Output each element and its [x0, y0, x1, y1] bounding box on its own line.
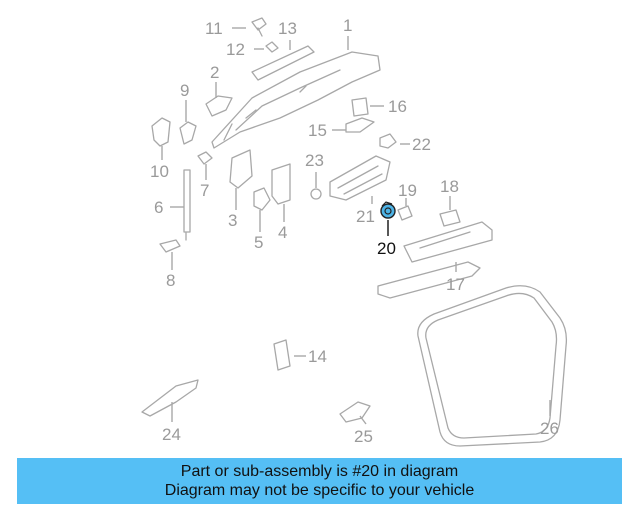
callout-23: 23: [305, 151, 324, 170]
part-garnish: [403, 221, 493, 263]
callout-9: 9: [180, 81, 189, 100]
info-banner: Part or sub-assembly is #20 in diagram D…: [17, 458, 622, 504]
part-9-clip: [179, 121, 197, 145]
part-14-clip: [273, 339, 291, 371]
part-19-clip: [397, 205, 413, 221]
banner-line-2: Diagram may not be specific to your vehi…: [164, 482, 475, 499]
part-6-strut: [183, 169, 191, 241]
callout-6: 6: [154, 198, 163, 217]
part-24-bracket: [141, 379, 199, 417]
parts-diagram: 1 2 3 4 5 6 7 8 9 10 11 12 13 14 15 16 1…: [141, 16, 568, 447]
callout-15: 15: [308, 121, 327, 140]
part-21-latch: [329, 155, 391, 201]
callout-10: 10: [150, 162, 169, 181]
callout-14: 14: [308, 347, 327, 366]
part-20-highlighted: [380, 201, 396, 219]
part-26-weatherstrip: [417, 285, 568, 447]
callout-17: 17: [446, 275, 465, 294]
callout-18: 18: [440, 177, 459, 196]
part-7-stud: [197, 151, 213, 165]
callout-5: 5: [254, 233, 263, 252]
callout-13: 13: [278, 19, 297, 38]
callout-3: 3: [228, 211, 237, 230]
part-15-switch: [345, 117, 375, 133]
part-25-bracket: [339, 401, 371, 423]
callout-2: 2: [210, 63, 219, 82]
callout-16: 16: [388, 97, 407, 116]
part-13-strip: [251, 45, 315, 81]
part-2-bracket: [205, 95, 233, 117]
part-1-trim-panel: [211, 51, 381, 149]
part-17-moulding: [377, 261, 481, 299]
callout-4: 4: [278, 223, 287, 242]
callout-24: 24: [162, 425, 181, 444]
callout-12: 12: [226, 40, 245, 59]
part-12-clip: [265, 41, 279, 53]
callout-numbers: 1 2 3 4 5 6 7 8 9 10 11 12 13 14 15 16 1…: [150, 16, 559, 446]
part-5-clamp: [253, 187, 271, 211]
part-drawings: [141, 17, 568, 447]
part-22-plug: [379, 133, 397, 149]
callout-22: 22: [412, 135, 431, 154]
callout-11: 11: [205, 19, 223, 38]
callout-19: 19: [398, 181, 417, 200]
part-8-stud: [159, 239, 181, 253]
callout-26: 26: [540, 419, 559, 438]
callout-8: 8: [166, 271, 175, 290]
part-23-grommet: [310, 188, 322, 200]
banner-line-1: Part or sub-assembly is #20 in diagram: [180, 463, 459, 480]
callout-21: 21: [356, 207, 375, 226]
callout-25: 25: [354, 427, 373, 446]
callout-7: 7: [200, 181, 209, 200]
part-16-bracket: [351, 97, 369, 117]
part-18-bracket: [439, 209, 461, 227]
leader-lines: [161, 27, 551, 425]
part-4-cover: [271, 163, 291, 205]
part-10-bracket: [151, 117, 171, 147]
part-3-bracket: [229, 149, 253, 189]
callout-20: 20: [377, 239, 396, 258]
part-11-clip: [251, 17, 267, 37]
callout-1: 1: [343, 16, 352, 35]
